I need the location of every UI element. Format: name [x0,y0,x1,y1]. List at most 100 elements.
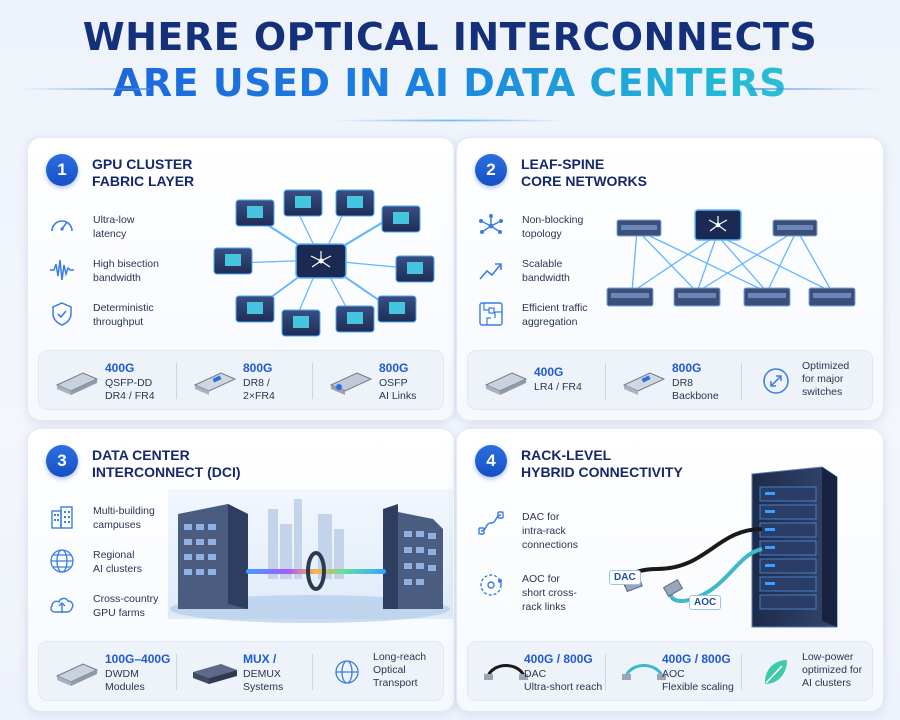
shield-check-icon [52,302,72,326]
feature-list: Ultra-low latency High bisection bandwidth… [48,210,208,342]
circuit-board-icon [479,302,503,326]
core-switch [694,209,742,241]
bar-divider [605,363,606,399]
panel-rack-level-hybrid: 4 RACK-LEVEL HYBRID CONNECTIVITY DAC for… [456,428,884,712]
leaf-icon [764,660,787,684]
bar-divider [312,654,313,690]
product-speed: 400G [534,365,564,379]
panel-title-line-1: RACK-LEVEL [521,447,612,463]
feature-text: topology [522,228,562,240]
product-speed: 800G [243,361,273,375]
product-desc: DR8 /2×FR4 [243,377,275,402]
feature-text: High bisection [93,258,159,270]
feature-text: throughput [93,316,144,328]
aoc-cable [668,547,763,603]
bar-divider [312,363,313,399]
speedometer-icon [51,220,73,232]
product-desc: LR4 / FR4 [534,381,582,393]
city-skyline [268,499,344,579]
panel-title-line-1: GPU CLUSTER [92,156,193,172]
feature-item: Non-blocking topology [477,210,637,254]
dci-illustration [168,489,453,623]
product-speed: 800G [672,361,702,375]
panel-number-badge: 4 [475,445,507,477]
transceiver-icon [193,372,237,395]
bar-divider [741,363,742,399]
qsfp-module-icon [55,372,99,395]
cable-link-icon [478,511,504,535]
leaf-spine-illustration [606,209,856,307]
feature-text: connections [522,539,579,551]
server-rack [751,466,838,628]
data-center-building-left [178,504,248,609]
spine-switch [616,219,818,237]
osfp-module-icon [329,372,373,395]
bar-divider [741,654,742,690]
feature-text: bandwidth [522,272,570,284]
transceiver-icon [622,372,666,395]
product-speed: 400G / 800G [662,652,731,666]
gpu-fabric-illustration [213,189,435,337]
dwdm-module-icon [55,663,99,686]
panel-title-line-2: FABRIC LAYER [92,173,195,189]
feature-text: Deterministic [93,302,154,314]
feature-text: short cross- [522,587,577,599]
feature-text: latency [93,228,127,240]
globe-icon [50,549,74,573]
transceiver-icon [484,372,528,395]
panel-title: LEAF-SPINE CORE NETWORKS [521,156,647,190]
panel-number-badge: 2 [475,154,507,186]
rack-illustration [623,466,838,628]
panel-title-line-2: CORE NETWORKS [521,173,647,189]
feature-text: intra-rack [522,525,566,537]
dac-cable-icon [484,664,528,680]
panel-title: GPU CLUSTER FABRIC LAYER [92,156,194,190]
leaf-switch [606,287,856,307]
feature-text: Ultra-low [93,214,135,226]
panel-title: DATA CENTER INTERCONNECT (DCI) [92,447,241,481]
panel-title-line-2: HYBRID CONNECTIVITY [521,464,683,480]
bar-divider [605,654,606,690]
feature-text: Non-blocking [522,214,584,226]
switch-badge-icon [763,368,789,394]
cloud-upload-icon [50,597,74,613]
aoc-cable-icon [622,664,666,680]
product-cell: 800G DR8 /2×FR4 [177,351,311,411]
feature-text: bandwidth [93,272,141,284]
bar-divider [176,654,177,690]
bar-divider [176,363,177,399]
panel-number-badge: 1 [46,154,78,186]
title-rule-left [20,88,150,90]
gpu-chip [213,189,435,337]
product-speed: 800G [379,361,409,375]
globe-network-icon [335,660,359,684]
panel-number-badge: 3 [46,445,78,477]
buildings-icon [51,506,73,529]
feature-text: DAC for [522,511,560,523]
